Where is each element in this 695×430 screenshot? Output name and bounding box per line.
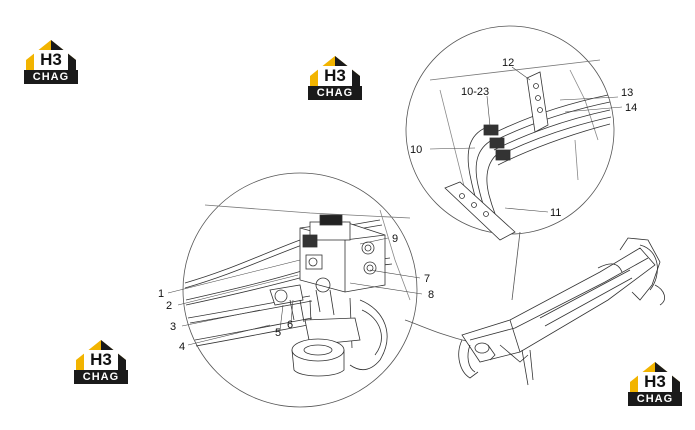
logo-text: CHAG: [636, 393, 674, 405]
callout-11: 11: [550, 207, 561, 219]
callout-10-23: 10-23: [461, 86, 489, 98]
logo-monogram: H3: [90, 350, 112, 369]
brand-logo: H3 CHAG: [626, 358, 684, 410]
brand-logo: H3 CHAG: [306, 52, 364, 104]
logo-monogram: H3: [40, 50, 62, 69]
brand-logo: H3 CHAG: [72, 336, 130, 388]
callout-2: 2: [166, 300, 172, 312]
callout-3: 3: [170, 321, 176, 333]
callout-14: 14: [625, 102, 637, 114]
callout-9: 9: [392, 233, 398, 245]
callout-10: 10: [410, 144, 422, 156]
callout-7: 7: [424, 273, 430, 285]
callout-8: 8: [428, 289, 434, 301]
logo-monogram: H3: [644, 372, 666, 391]
logo-monogram: H3: [324, 66, 346, 85]
callout-6: 6: [287, 319, 293, 331]
callout-12: 12: [502, 57, 514, 69]
callout-13: 13: [621, 87, 633, 99]
callout-5: 5: [275, 327, 281, 339]
callout-4: 4: [179, 341, 185, 353]
logo-text: CHAG: [82, 371, 120, 383]
logo-text: CHAG: [316, 87, 354, 99]
brand-logo: H3 CHAG: [22, 36, 80, 88]
logo-text: CHAG: [32, 71, 70, 83]
callout-1: 1: [158, 288, 164, 300]
detail-circle-left: [182, 172, 418, 408]
